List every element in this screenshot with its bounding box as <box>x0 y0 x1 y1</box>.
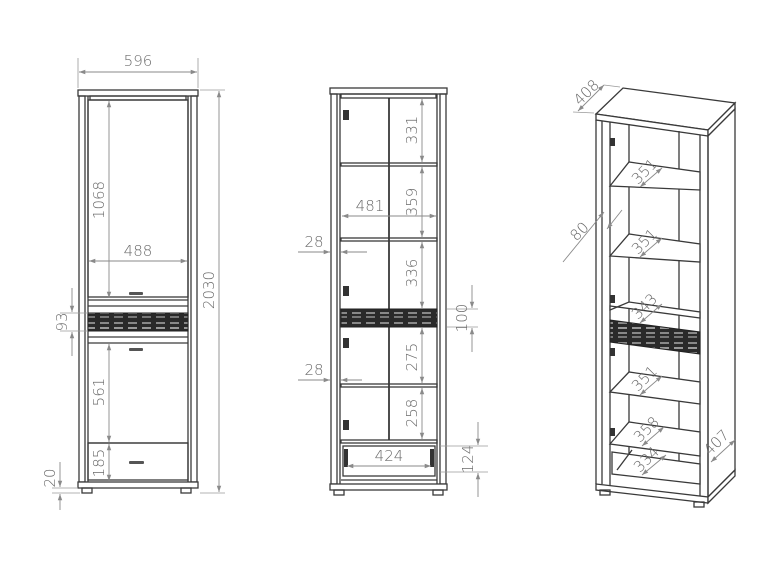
left-side-panel <box>78 95 86 483</box>
open-decor-panel <box>340 308 438 328</box>
open-right-side <box>439 93 447 485</box>
right-foot <box>180 487 192 494</box>
open-view: 331 359 481 28 336 100 275 28 258 424 12… <box>298 87 488 497</box>
dim-drawer-height: 185 <box>90 449 108 478</box>
dim-open-inner-width: 481 <box>356 197 385 215</box>
dim-shelf-1: 331 <box>403 116 421 145</box>
shelf-5 <box>340 439 438 444</box>
front-view: 596 2030 1068 488 93 561 185 20 <box>41 52 225 510</box>
iso-view: 408 80 351 351 343 351 358 334 407 <box>562 76 737 508</box>
shelf-2 <box>340 237 438 242</box>
dim-shelf-5: 258 <box>403 399 421 428</box>
lower-door-handle <box>129 348 143 351</box>
dim-overall-height: 2030 <box>200 271 218 309</box>
open-drawer <box>342 445 436 477</box>
drawer-handle <box>129 461 144 464</box>
upper-door <box>87 99 189 298</box>
dim-iso-shelf-3: 343 <box>628 290 661 323</box>
left-foot <box>81 487 93 494</box>
shelf-4 <box>340 383 438 388</box>
dim-iso-top-depth: 408 <box>570 76 603 109</box>
hinge-2 <box>343 286 349 296</box>
dim-shelf-4: 275 <box>403 343 421 372</box>
dim-shelf-2: 359 <box>403 188 421 217</box>
upper-door-handle <box>129 292 143 295</box>
hinge-1 <box>343 110 349 120</box>
drawer-front <box>87 442 189 481</box>
decor-panel <box>87 312 189 332</box>
dim-open-drawer-height: 124 <box>459 445 477 474</box>
top-panel <box>77 89 199 97</box>
iso-decor-panel <box>609 319 701 355</box>
dim-iso-door-inset: 80 <box>566 218 592 244</box>
shelf-1 <box>340 162 438 167</box>
dim-open-decor: 100 <box>453 304 471 333</box>
dim-shelf-3: 336 <box>403 259 421 288</box>
right-side-panel <box>190 95 198 483</box>
dim-decor-height: 93 <box>53 312 71 331</box>
dim-side-thickness-upper: 28 <box>304 233 323 251</box>
open-plinth <box>329 483 448 491</box>
plinth <box>77 481 199 489</box>
dim-inner-width: 488 <box>124 242 153 260</box>
hinge-3 <box>343 338 349 348</box>
dim-side-thickness-lower: 28 <box>304 361 323 379</box>
dim-plinth-height: 20 <box>41 468 59 487</box>
dim-overall-width: 596 <box>124 52 153 70</box>
dim-drawer-inner-width: 424 <box>375 447 404 465</box>
dim-lower-door-height: 561 <box>90 378 108 407</box>
open-top-panel <box>329 87 448 95</box>
hinge-4 <box>343 420 349 430</box>
open-left-side <box>330 93 338 485</box>
dim-upper-door-height: 1068 <box>90 181 108 219</box>
